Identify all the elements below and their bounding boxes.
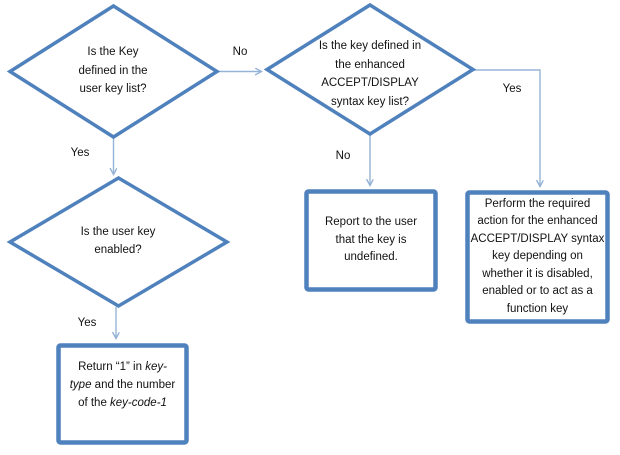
process-return-key-type-text: Return “1” in key- type and the number o…	[58, 345, 187, 443]
edge-label-no-top: No	[232, 46, 248, 58]
process-perform-enhanced-action-text: Perform the required action for the enha…	[470, 197, 605, 315]
edge-label-no-middle: No	[335, 150, 351, 162]
process-perform-enhanced-action-box	[465, 190, 610, 324]
return-box-line-2: type and the number	[69, 379, 176, 391]
edge-label-yes-left: Yes	[70, 147, 90, 159]
process-return-key-type-box	[56, 343, 189, 445]
connector-yes-to-perform-box	[474, 69, 540, 186]
return-box-line-3: of the key-code-1	[78, 397, 167, 409]
decision-key-in-user-list	[6, 3, 221, 140]
decision-key-in-enhanced-list-text: Is the key defined in the enhanced ACCEP…	[318, 40, 422, 108]
return-box-line-1: Return “1” in key-	[78, 361, 167, 373]
decision-key-in-enhanced-list	[263, 2, 477, 137]
decision-user-key-enabled	[6, 175, 231, 309]
edge-label-yes-bottom: Yes	[77, 317, 97, 329]
process-report-undefined-text: Report to the user that the key is undef…	[324, 216, 418, 264]
edge-label-yes-right: Yes	[502, 83, 522, 95]
process-report-undefined-box	[304, 189, 438, 292]
decision-user-key-enabled-text: Is the user key enabled?	[80, 225, 156, 257]
decision-key-in-user-list-text: Is the Key defined in the user key list?	[78, 46, 148, 96]
